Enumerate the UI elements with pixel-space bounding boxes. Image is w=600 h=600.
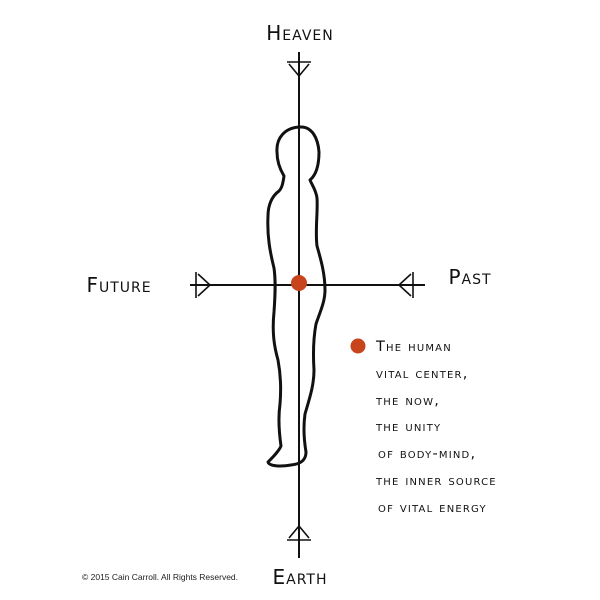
legend-line-6: the inner source	[375, 473, 497, 489]
legend-line-4: the unity	[375, 419, 441, 435]
legend-line-2: vital center,	[376, 366, 469, 382]
legend-dot	[350, 338, 366, 354]
legend-line-5: of body-mind,	[378, 446, 476, 462]
label-future: Future	[86, 273, 151, 297]
label-heaven: Heaven	[266, 21, 333, 45]
legend-line-7: of vital energy	[378, 500, 487, 516]
copyright-notice: © 2015 Cain Carroll. All Rights Reserved…	[82, 572, 239, 582]
left-arrowhead	[195, 272, 212, 298]
vital-center-dot	[291, 275, 307, 291]
legend: The human vital center, the now, the uni…	[350, 338, 497, 516]
top-arrowhead	[287, 61, 311, 78]
right-arrowhead	[397, 272, 414, 298]
label-past: Past	[448, 265, 491, 289]
label-earth: Earth	[272, 565, 327, 589]
bottom-arrowhead	[287, 524, 311, 541]
human-figure-outline	[266, 125, 327, 468]
legend-line-1: The human	[375, 339, 452, 355]
legend-line-3: the now,	[375, 393, 440, 409]
